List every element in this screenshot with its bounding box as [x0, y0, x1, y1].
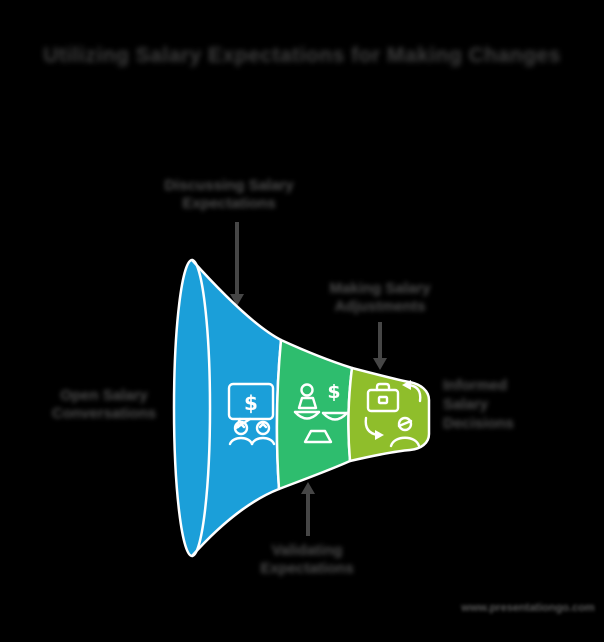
balance-scale-icon: $: [293, 381, 349, 444]
funnel-stage-validation: [275, 338, 354, 491]
label-stage1-line2: Expectations: [182, 195, 276, 212]
label-funnel-output: Informed Salary Decisions: [443, 376, 563, 433]
label-stage3-line1: Making Salary: [329, 280, 431, 297]
label-stage2-line2: Expectations: [260, 560, 354, 577]
label-stage3-adjustments: Making Salary Adjustments: [318, 280, 442, 316]
salary-chat-icon: $: [227, 382, 276, 446]
label-stage1-line1: Discussing Salary: [164, 177, 294, 194]
label-stage1-discussion: Discussing Salary Expectations: [150, 177, 308, 213]
svg-text:$: $: [327, 381, 340, 403]
label-stage3-line2: Adjustments: [334, 298, 426, 315]
label-input-line1: Open Salary: [60, 387, 148, 404]
funnel-stage1-shape: [172, 258, 283, 558]
connector-arrows: [230, 222, 387, 536]
label-funnel-input: Open Salary Conversations: [38, 387, 170, 423]
funnel-mouth-edge: [191, 258, 212, 558]
label-output-line2: Salary: [443, 396, 489, 413]
funnel-stage-adjustment: [347, 366, 431, 463]
funnel-stage2-shape: [275, 338, 354, 491]
label-output-line1: Informed: [443, 377, 508, 394]
funnel-stage-discussion: [172, 258, 283, 558]
connector-stage1: [230, 222, 244, 306]
job-person-exchange-icon: [364, 380, 422, 448]
page-title: Utilizing Salary Expectations for Making…: [43, 44, 561, 67]
label-output-line3: Decisions: [443, 415, 514, 432]
label-stage2-validation: Validating Expectations: [233, 542, 381, 578]
svg-text:$: $: [244, 391, 258, 415]
label-stage2-line1: Validating: [271, 542, 343, 559]
label-input-line2: Conversations: [51, 405, 157, 422]
funnel-stage3-shape: [347, 366, 431, 463]
connector-stage3: [373, 322, 387, 370]
watermark: www.presentationgo.com: [461, 602, 595, 614]
connector-stage2: [301, 482, 315, 536]
